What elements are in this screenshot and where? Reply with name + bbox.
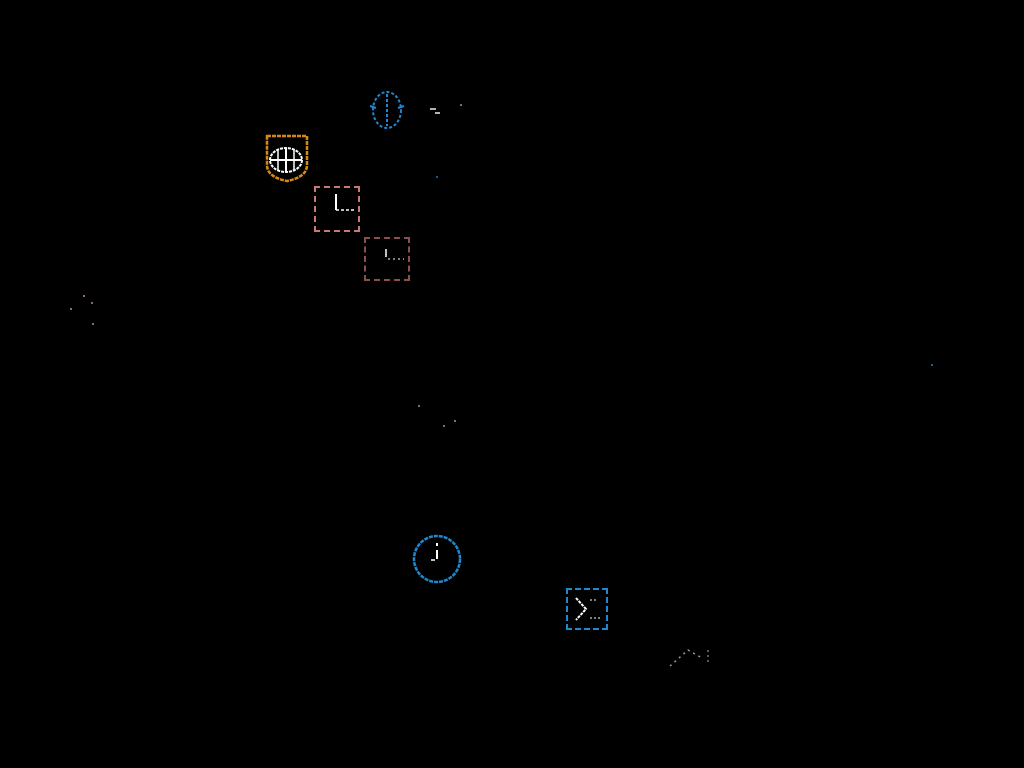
globe-shield-icon[interactable] [264,133,310,183]
speck [83,295,85,297]
speck [91,302,93,304]
speck [418,405,420,407]
triangle-icon[interactable] [664,644,714,674]
speck [430,108,436,110]
speck [436,176,438,178]
speck [931,364,933,366]
speck [443,425,445,427]
bug-icon[interactable] [366,86,408,132]
speck [92,323,94,325]
document-square-icon[interactable] [364,237,410,281]
speck [460,104,462,106]
clock-square-icon[interactable] [314,186,360,232]
terminal-icon[interactable] [566,588,608,630]
speck [435,112,440,114]
info-circle-icon[interactable] [412,534,462,584]
speck [70,308,72,310]
speck [454,420,456,422]
